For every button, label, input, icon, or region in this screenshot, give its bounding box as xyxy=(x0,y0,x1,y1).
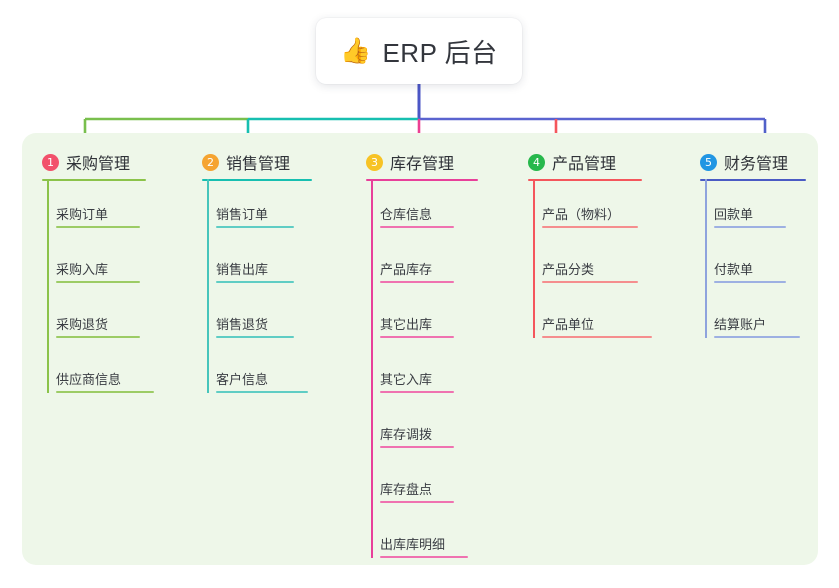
leaf-item-label: 其它入库 xyxy=(380,372,433,387)
branch-header-5[interactable]: 5 财务管理 xyxy=(700,150,788,174)
branch-header-rule xyxy=(202,179,312,181)
branch-header-4[interactable]: 4 产品管理 xyxy=(528,150,616,174)
leaf-item-rule xyxy=(380,336,454,338)
leaf-item-rule xyxy=(542,226,638,228)
branch-header-2[interactable]: 2 销售管理 xyxy=(202,150,290,174)
leaf-item-rule xyxy=(542,336,652,338)
leaf-item-rule xyxy=(380,556,468,558)
leaf-item-rule xyxy=(542,281,638,283)
leaf-item-rule xyxy=(56,391,154,393)
leaf-item-label: 结算账户 xyxy=(714,317,767,332)
branch-title: 产品管理 xyxy=(552,156,617,173)
leaf-item-label: 仓库信息 xyxy=(380,207,433,222)
leaf-item-rule xyxy=(380,501,454,503)
leaf-item-rule xyxy=(380,281,454,283)
leaf-item-rule xyxy=(216,281,294,283)
leaf-item-label: 库存盘点 xyxy=(380,482,433,497)
leaf-item-label: 采购订单 xyxy=(56,207,109,222)
branch-spine xyxy=(533,179,535,338)
branch-title: 销售管理 xyxy=(226,156,291,173)
root-node-title: ERP 后台 xyxy=(382,37,498,68)
branch-title: 采购管理 xyxy=(66,156,131,173)
branch-number-badge: 5 xyxy=(700,153,717,171)
leaf-item-rule xyxy=(380,226,454,228)
leaf-item-label: 产品单位 xyxy=(542,317,595,332)
leaf-item-label: 销售订单 xyxy=(216,207,269,222)
leaf-item-label: 回款单 xyxy=(714,207,754,222)
branch-title: 库存管理 xyxy=(390,156,455,173)
leaf-item-rule xyxy=(714,336,800,338)
branch-header-rule xyxy=(42,179,146,181)
thumbs-up-icon: 👍 xyxy=(340,36,372,65)
branch-spine xyxy=(207,179,209,393)
branch-header-1[interactable]: 1 采购管理 xyxy=(42,150,130,174)
leaf-item-label: 客户信息 xyxy=(216,372,269,387)
branch-spine xyxy=(371,179,373,558)
branch-header-rule xyxy=(700,179,806,181)
leaf-item-label: 付款单 xyxy=(714,262,754,277)
leaf-item-rule xyxy=(56,226,140,228)
leaf-item-label: 库存调拨 xyxy=(380,427,433,442)
leaf-item-label: 销售出库 xyxy=(216,262,269,277)
leaf-item-label: 供应商信息 xyxy=(56,372,122,387)
branches-panel xyxy=(22,133,818,565)
branch-header-rule xyxy=(366,179,478,181)
branch-number-badge: 4 xyxy=(528,153,545,171)
leaf-item-label: 采购退货 xyxy=(56,317,109,332)
leaf-item-rule xyxy=(56,281,140,283)
branch-number-badge: 2 xyxy=(202,153,219,171)
leaf-item-label: 产品（物料） xyxy=(542,207,621,222)
branch-spine xyxy=(47,179,49,393)
leaf-item-label: 产品分类 xyxy=(542,262,595,277)
branch-title: 财务管理 xyxy=(724,156,789,173)
leaf-item-label: 销售退货 xyxy=(216,317,269,332)
leaf-item-rule xyxy=(380,391,454,393)
branch-number-badge: 1 xyxy=(42,153,59,171)
branch-header-3[interactable]: 3 库存管理 xyxy=(366,150,454,174)
root-node[interactable]: 👍 ERP 后台 xyxy=(316,18,522,84)
leaf-item-label: 产品库存 xyxy=(380,262,433,277)
leaf-item-label: 采购入库 xyxy=(56,262,109,277)
leaf-item-rule xyxy=(714,281,786,283)
leaf-item-rule xyxy=(216,391,308,393)
leaf-item-label: 其它出库 xyxy=(380,317,433,332)
leaf-item-rule xyxy=(56,336,140,338)
branch-number-badge: 3 xyxy=(366,153,383,171)
leaf-item-rule xyxy=(216,336,294,338)
leaf-item-rule xyxy=(714,226,786,228)
leaf-item-label: 出库库明细 xyxy=(380,537,446,552)
branch-spine xyxy=(705,179,707,338)
leaf-item-rule xyxy=(216,226,294,228)
branch-header-rule xyxy=(528,179,642,181)
leaf-item-rule xyxy=(380,446,454,448)
